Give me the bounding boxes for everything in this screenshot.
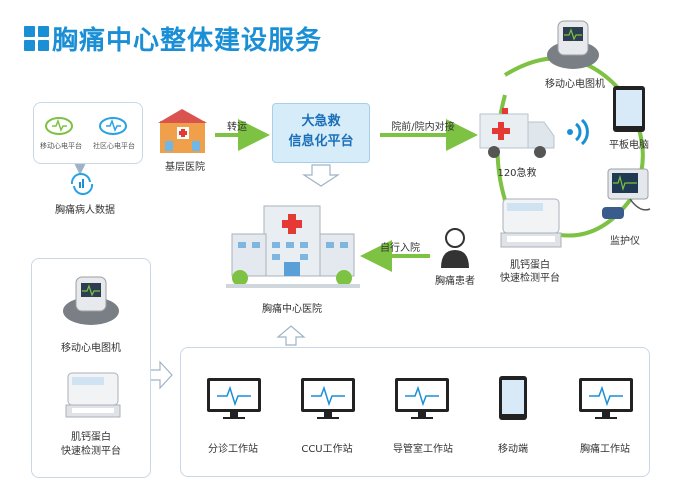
patient-label: 胸痛患者 [435,276,475,287]
grassroots-hospital-label: 基层医院 [165,162,205,173]
center-box-line2: 信息化平台 [288,134,354,149]
cloud-icon [99,117,127,135]
monitor-workstation-icon [395,378,449,419]
chest-pain-center-hospital-label: 胸痛中心医院 [262,304,322,315]
transfer-label: 转运 [227,122,247,133]
left-analyzer-line1: 肌钙蛋白 [71,432,111,443]
troponin-analyzer-icon [500,198,562,248]
troponin-analyzer-icon [65,372,121,418]
up-arrow [276,325,306,346]
emergency-info-platform: 大急救 信息化平台 [272,103,370,163]
page-title: 胸痛中心整体建设服务 [52,26,323,56]
patient-monitor-icon [602,168,651,219]
ambulance-label: 120急救 [497,168,537,179]
mobile-device-icon [499,376,527,420]
monitor-label: 监护仪 [610,236,640,247]
refresh-data-icon [70,173,94,195]
tablet-icon [613,86,645,132]
cloud-icon [45,117,73,135]
analyzer-right-line2: 快速检测平台 [500,273,560,284]
wireless-signal-icon [567,118,589,146]
chest-pain-center-hospital-icon [226,205,360,288]
chest-pain-data-label: 胸痛病人数据 [55,205,115,216]
left-ecg-label: 移动心电图机 [61,343,121,354]
left-analyzer-line2: 快速检测平台 [61,446,121,457]
workstation-label: 导管室工作站 [393,444,453,455]
ecg-top-label: 移动心电图机 [545,79,605,90]
tablet-label: 平板电脑 [609,140,649,151]
logo-icon [24,26,50,52]
mobile-ecg-device-icon [63,276,119,325]
patient-icon [441,228,469,268]
left-device-panel: 移动心电图机 肌钙蛋白 快速检测平台 [31,258,151,478]
monitor-workstation-icon [301,378,355,419]
grassroots-hospital-icon [158,109,207,153]
workstation-label: 分诊工作站 [208,444,258,455]
workstation-label: CCU工作站 [301,444,353,455]
left-analyzer-label: 肌钙蛋白 快速检测平台 [32,431,150,459]
self-admission-label: 自行入院 [380,243,420,254]
workstation-panel: 分诊工作站 CCU工作站 导管室工作站 移动端 胸痛工作站 [180,347,650,477]
monitor-workstation-icon [207,378,261,419]
community-ecg-platform-label: 社区心电平台 [93,142,135,150]
down-arrow [301,164,341,187]
analyzer-right-label: 肌钙蛋白 快速检测平台 [490,259,570,285]
ambulance-icon [479,108,555,158]
handover-label: 院前/院内对接 [391,122,455,133]
monitor-workstation-icon [579,378,633,419]
center-box-line1: 大急救 [301,114,341,129]
panel-arrow [149,360,173,390]
mobile-ecg-platform-label: 移动心电平台 [40,142,82,150]
cloud-platform-box: 移动心电平台 社区心电平台 [33,102,143,164]
workstation-label: 移动端 [498,444,528,455]
analyzer-right-line1: 肌钙蛋白 [510,260,550,271]
mobile-ecg-device-icon [547,20,599,69]
workstation-label: 胸痛工作站 [580,444,630,455]
